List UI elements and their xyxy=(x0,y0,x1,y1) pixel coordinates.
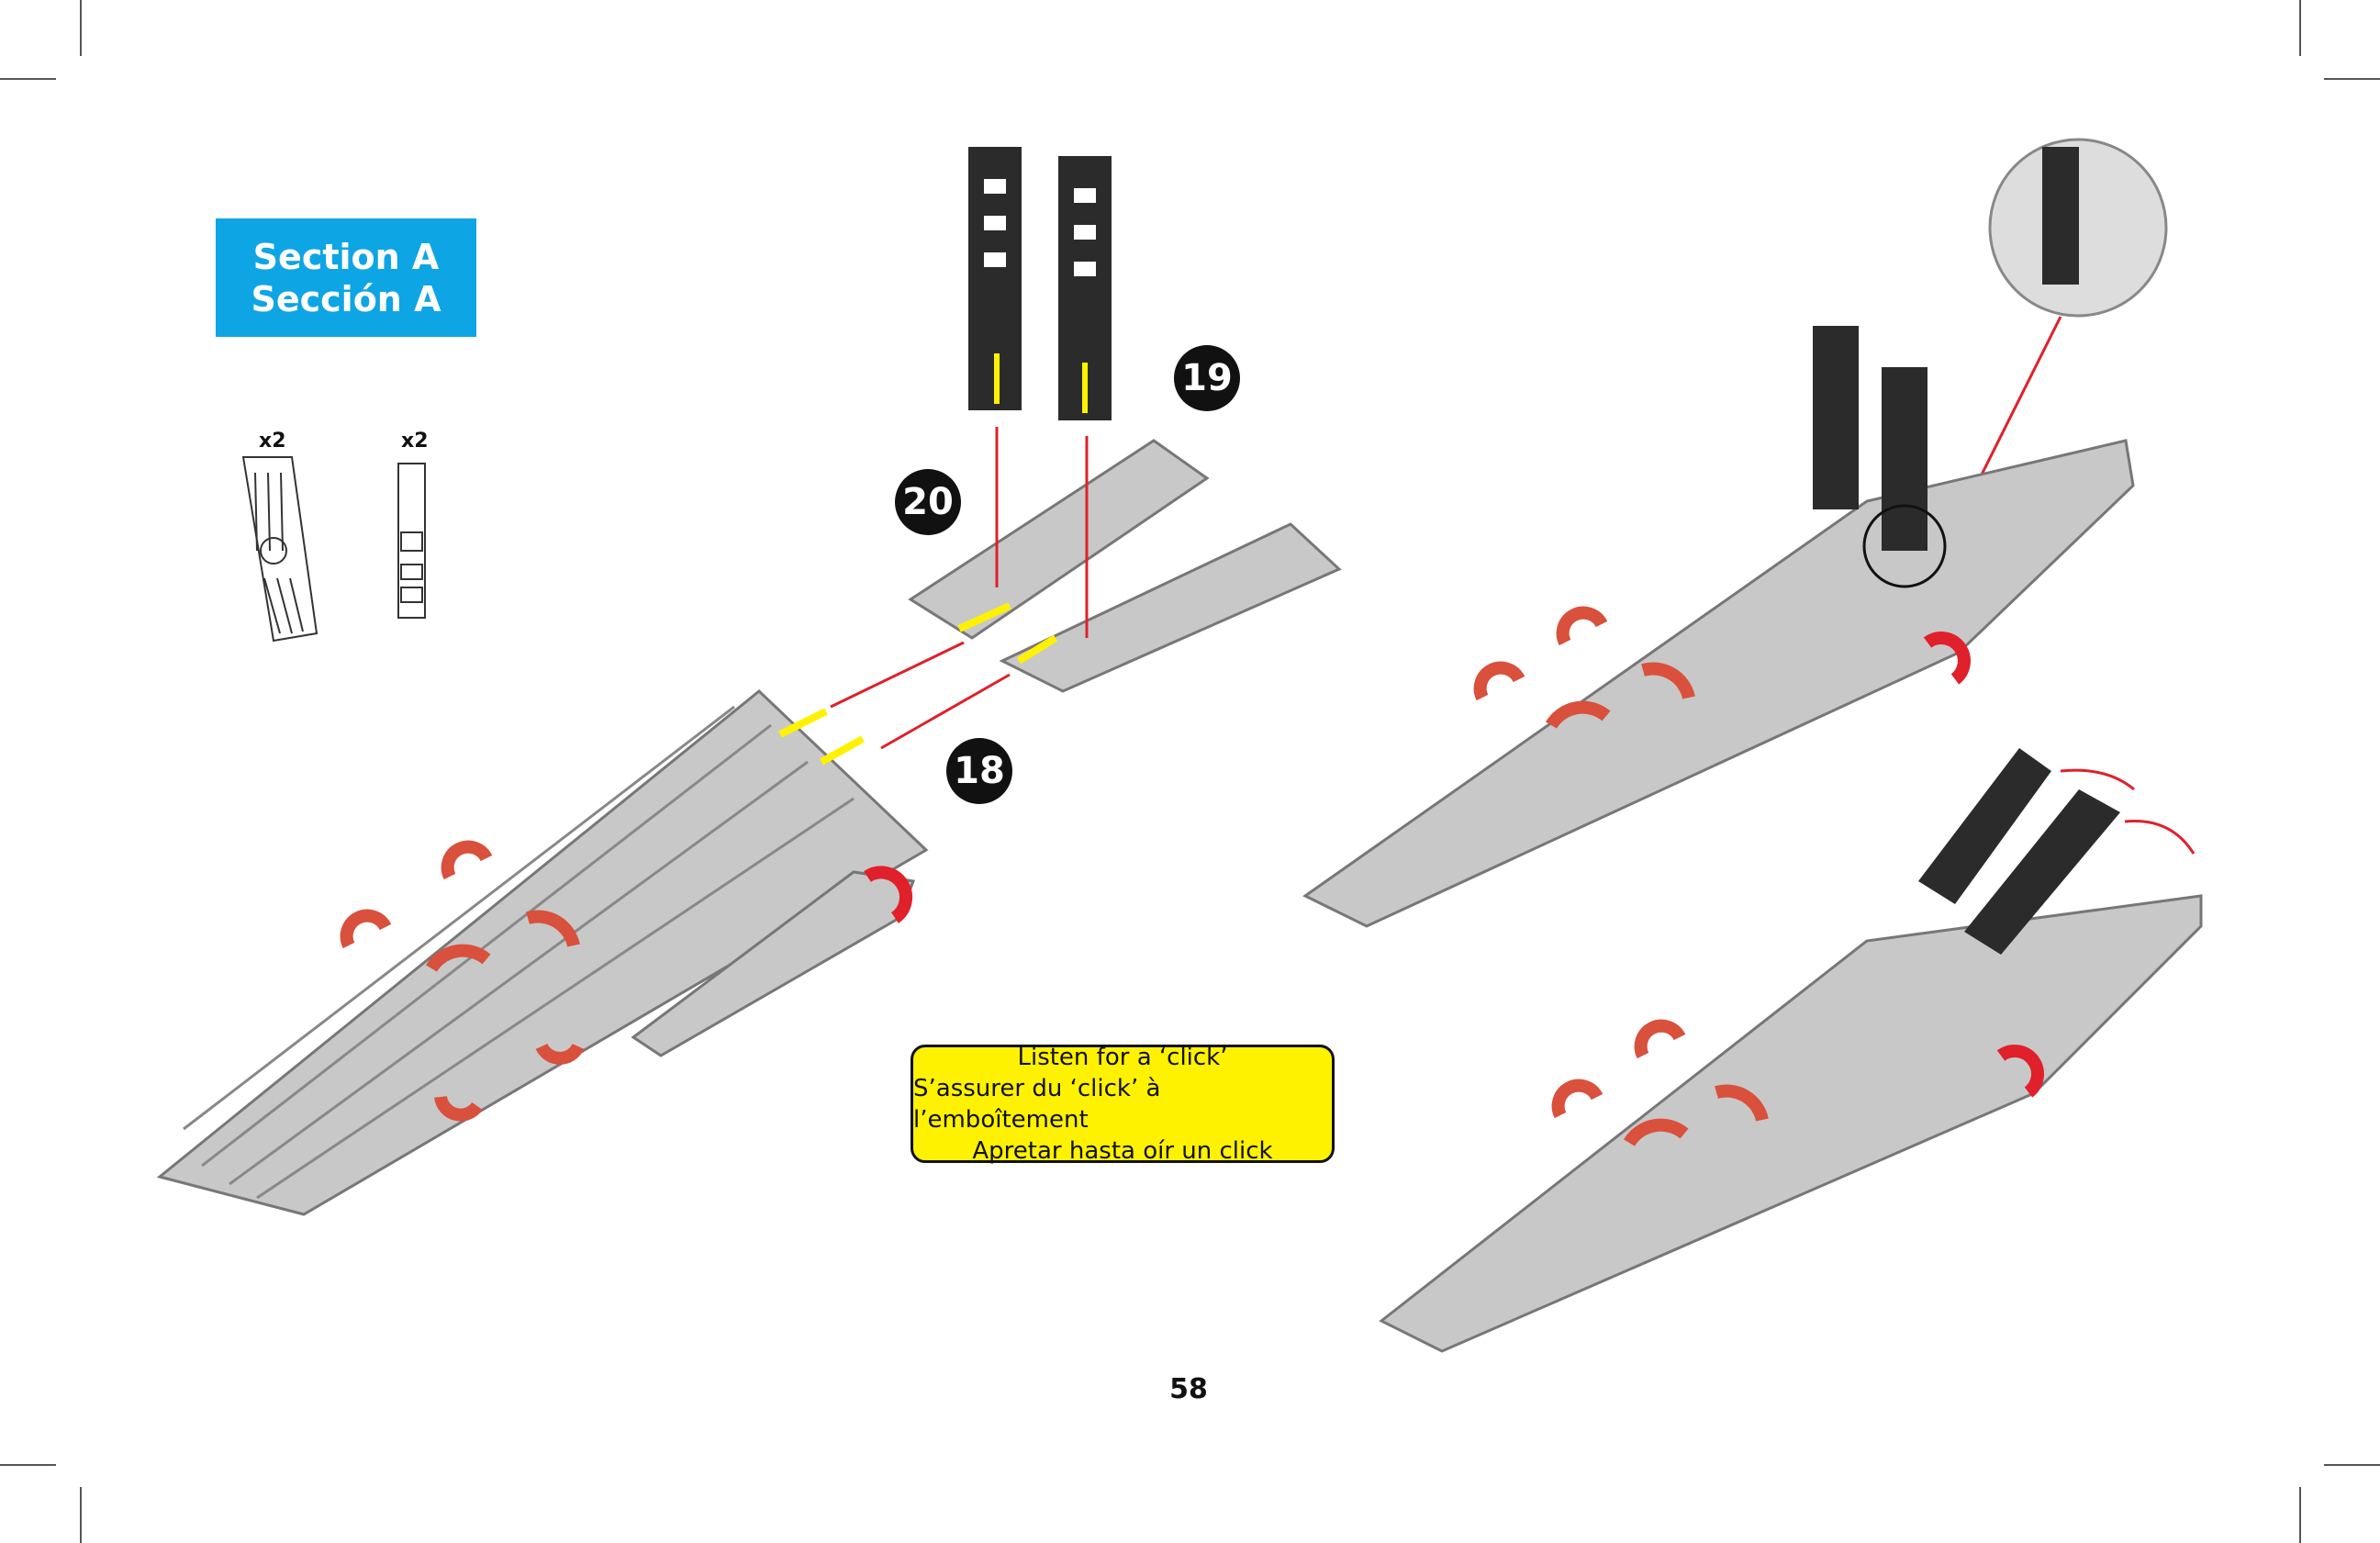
left-assembly xyxy=(156,689,929,1216)
step-number-20: 20 xyxy=(895,469,961,535)
click-note: Listen for a ‘click’ S’assurer du ‘click… xyxy=(911,1043,1335,1165)
section-label: Section A Sección A xyxy=(216,218,476,337)
step-number-19: 19 xyxy=(1174,345,1240,411)
right-top-assembly xyxy=(1302,138,2168,928)
section-title-es: Sección A xyxy=(251,278,441,319)
page-number: 58 xyxy=(1169,1373,1208,1405)
middle-pieces xyxy=(908,147,1342,693)
part-quantity: x2 xyxy=(259,430,286,453)
note-line-fr: S’assurer du ‘click’ à l’emboîtement xyxy=(913,1074,1161,1134)
note-line-en: Listen for a ‘click’ xyxy=(1017,1043,1228,1071)
right-bottom-assembly xyxy=(1379,748,2203,1353)
note-line-es: Apretar hasta oír un click xyxy=(972,1136,1273,1165)
part-quantity: x2 xyxy=(401,430,429,453)
step-number-18: 18 xyxy=(946,738,1012,804)
parts-drawings xyxy=(241,456,426,643)
section-title-en: Section A xyxy=(252,236,440,277)
